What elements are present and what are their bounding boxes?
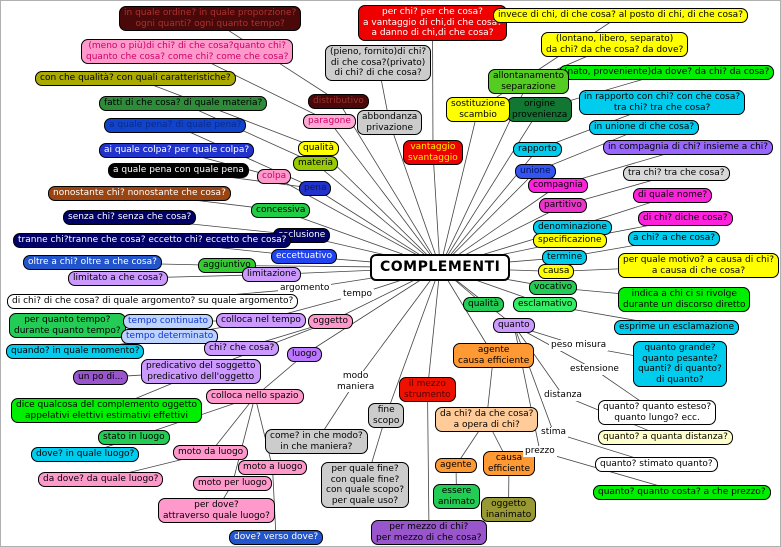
node-termine_label[interactable]: termine [542,250,588,265]
node-vocativo_label[interactable]: vocativo [529,280,578,295]
node-pena_box1[interactable]: a quale pena? di quale pena? [104,118,247,133]
node-limitazione_label[interactable]: limitazione [242,267,302,282]
node-pena_label[interactable]: pena [299,181,332,196]
node-peso_label[interactable]: peso misura [549,340,609,351]
node-compagnia_box[interactable]: in compagnia di chi? insieme a chi? [603,140,774,155]
node-colpa_box[interactable]: ai quale colpa? per quale colpa? [99,143,255,158]
node-mezzo_label[interactable]: il mezzo strumento [399,377,456,403]
node-vocativo_box[interactable]: indica a chi ci si rivolge durante un di… [618,287,751,313]
node-essere_box[interactable]: essere animato [433,484,481,510]
node-colloca_spazio[interactable]: colloca nello spazio [206,389,304,404]
node-vantaggio_box[interactable]: per chi? per che cosa? a vantaggio di ch… [358,5,507,41]
node-dove_box[interactable]: dove? in quale luogo? [31,447,140,462]
node-in_unione[interactable]: in unione di che cosa? [589,120,700,135]
node-quanto_esteso_box[interactable]: quanto? quanto esteso? quanto lungo? ecc… [598,400,717,426]
node-prezzo_box[interactable]: quanto? quanto costa? a che prezzo? [593,485,771,500]
node-tempo_label[interactable]: tempo [341,289,375,300]
node-nonostante[interactable]: nonostante chi? nonostante che cosa? [48,186,231,201]
node-ordine[interactable]: in quale ordine? in quale proporzione? o… [119,6,302,32]
node-abbondanza[interactable]: abbondanza privazione [357,110,423,136]
node-come_box[interactable]: come? in che modo? in che maniera? [265,429,368,455]
node-origine[interactable]: origine provenienza [507,97,573,123]
node-invece[interactable]: invece di chi, di che cosa? al posto di … [493,8,748,23]
node-nato[interactable]: (nato, proveniente)da dove? da chi? da c… [559,65,775,80]
node-dichi_box[interactable]: di chi? diche cosa? [638,211,733,226]
node-stimato_box[interactable]: quanto? stimato quanto? [595,457,718,472]
node-unione_label[interactable]: unione [515,164,556,179]
node-per_mezzo_box[interactable]: per mezzo di chi? per mezzo di che cosa? [371,520,487,546]
node-oggetto_inan[interactable]: oggetto inanimato [481,497,537,523]
node-stima_label[interactable]: stima [539,427,569,438]
node-paragone[interactable]: paragone [303,114,356,129]
node-senza[interactable]: senza chi? senza che cosa? [63,210,197,225]
node-sostituzione_label[interactable]: sostituzione scambio [446,97,511,123]
node-aggiuntivo_label[interactable]: aggiuntivo [198,258,256,273]
node-meno_piu[interactable]: (meno o più)di chi? di che cosa?quanto c… [81,39,294,65]
node-oggetto_label[interactable]: oggetto [308,314,354,329]
node-eccettuativo_label[interactable]: eccettuativo [271,249,338,264]
node-chi_box[interactable]: chi? che cosa? [204,341,280,356]
node-qualita_label[interactable]: qualità [298,141,339,156]
node-tempo_cont[interactable]: tempo continuato [123,314,214,329]
node-agente_ce_label[interactable]: agente causa efficiente [453,343,535,369]
node-materia_label[interactable]: materia [293,156,339,171]
node-un_po[interactable]: un po di... [73,370,129,385]
node-rapporto_label[interactable]: rapporto [513,142,562,157]
node-rapporto_box[interactable]: in rapporto con chi? con che cosa? tra c… [579,90,746,116]
node-modo_label[interactable]: modo maniera [335,371,377,393]
node-fine_box[interactable]: per quale fine? con quale fine? con qual… [321,462,409,509]
node-moto_per[interactable]: moto per luogo [193,476,272,491]
node-qualita2_label[interactable]: qualità [463,297,504,312]
node-fine_label[interactable]: fine scopo [368,403,405,429]
node-nome_box[interactable]: di quale nome? [633,188,713,203]
node-tempo_det[interactable]: tempo determinato [121,329,219,344]
node-fatti[interactable]: fatti di che cosa? di quale materia? [99,96,268,111]
node-da_dove_box[interactable]: da dove? da quale luogo? [38,472,164,487]
node-moto_da[interactable]: moto da luogo [173,445,249,460]
node-per_quanto[interactable]: per quanto tempo? durante quanto tempo? [9,313,126,339]
node-quanto_label[interactable]: quanto [493,318,535,333]
node-specificazione_label[interactable]: specificazione [533,233,607,248]
node-tranne[interactable]: tranne chi?tranne che cosa? eccetto chi?… [13,233,292,248]
node-vantaggio_label[interactable]: vantaggio svantaggio [403,140,463,166]
node-prezzo_label[interactable]: prezzo [523,446,557,457]
node-agente_label2[interactable]: agente [435,458,477,473]
node-quando_box[interactable]: quando? in quale momento? [6,344,145,359]
node-moto_a[interactable]: moto a luogo [238,460,308,475]
node-da_chi_box[interactable]: da chi? da che cosa? a opera di chi? [435,407,539,433]
node-verso_box[interactable]: dove? verso dove? [229,530,324,545]
node-allontanamento[interactable]: allontanamento separazione [488,69,570,95]
node-lontano[interactable]: (lontano, libero, separato) da chi? da c… [541,32,689,58]
node-causa_label[interactable]: causa [538,264,575,279]
node-limitato[interactable]: limitato a che cosa? [68,271,169,286]
node-argomento_label[interactable]: argomento [278,283,332,294]
node-distanza_box[interactable]: quanto? a quanta distanza? [598,430,733,445]
node-argomento_box[interactable]: di chi? di che cosa? di quale argomento?… [7,294,299,309]
node-distanza_label[interactable]: distanza [542,390,584,401]
node-compagnia_label[interactable]: compagnia [528,178,588,193]
node-per_dove_box[interactable]: per dove? attraverso quale luogo? [158,498,275,524]
node-partitivo_label[interactable]: partitivo [539,198,587,213]
node-esprime_box[interactable]: esprime un esclamazione [614,320,740,335]
node-achi_box[interactable]: a chi? a che cosa? [628,231,721,246]
node-oltre[interactable]: oltre a chi? oltre a che cosa? [23,255,162,270]
node-quanto_grande_box[interactable]: quanto grande? quanto pesante? quanti? d… [633,341,727,388]
node-con_qualita[interactable]: con che qualità? con quali caratteristic… [35,71,236,86]
node-colpa_label[interactable]: colpa [257,169,292,184]
node-causa_box[interactable]: per quale motivo? a causa di chi? a caus… [618,253,780,279]
node-concessiva_label[interactable]: concessiva [251,203,311,218]
node-estensione_label[interactable]: estensione [568,364,621,375]
center-node[interactable]: COMPLEMENTI [370,254,511,281]
node-dice_box[interactable]: dice qualcosa del complemento oggetto ap… [11,398,203,424]
node-tra_chi[interactable]: tra chi? tra che cosa? [623,166,730,181]
node-colloca_tempo[interactable]: colloca nel tempo [216,313,306,328]
node-stato_luogo[interactable]: stato in luogo [98,430,170,445]
node-pieno_fornito[interactable]: (pieno, fornito)di chi? di che cosa?(pri… [325,45,432,81]
node-luogo_label[interactable]: luogo [287,347,322,362]
node-esclamativo_label[interactable]: esclamativo [513,297,578,312]
node-predicativo[interactable]: predicativo del soggetto predicativo del… [141,359,261,385]
node-pena_black[interactable]: a quale pena con quale pena [108,163,249,178]
node-distributivo[interactable]: distributivo [308,94,369,109]
